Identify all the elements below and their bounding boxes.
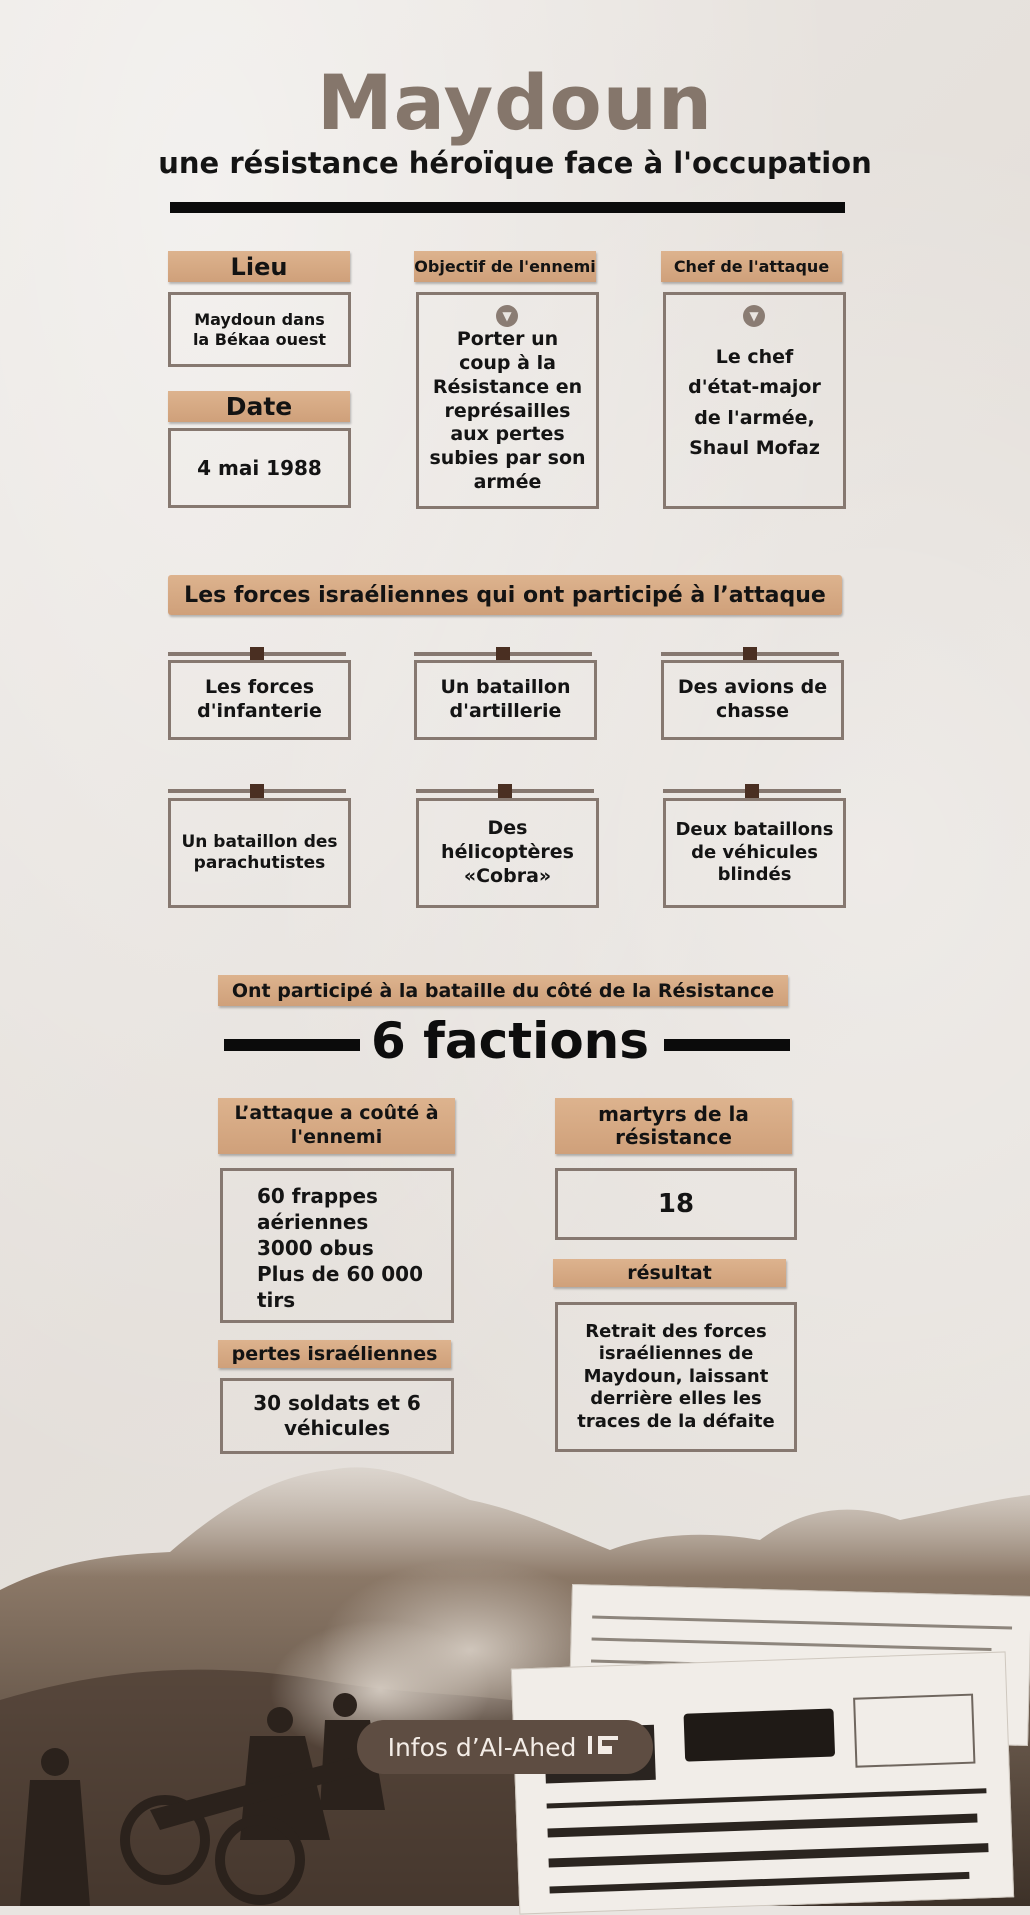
martyrs-label: martyrs de la résistance xyxy=(555,1098,792,1154)
newspaper-masthead xyxy=(683,1708,836,1762)
chef-box: ▼ Le chef d'état-major de l'armée, Shaul… xyxy=(663,292,846,509)
factions-rule-left xyxy=(224,1039,360,1051)
cost-box: 60 frappes aériennes 3000 obus Plus de 6… xyxy=(220,1168,454,1323)
page-title: Maydoun xyxy=(317,58,713,147)
force-item: Un bataillon des parachutistes xyxy=(168,798,351,908)
connector-marker xyxy=(743,647,757,661)
objectif-box: ▼ Porter un coup à la Résistance en repr… xyxy=(416,292,599,509)
force-item: Deux bataillons de véhicules blindés xyxy=(663,798,846,908)
force-item: Des hélicoptères «Cobra» xyxy=(416,798,599,908)
newspaper-text-line xyxy=(592,1615,1013,1630)
force-item: Les forces d'infanterie xyxy=(168,660,351,740)
newspaper-headline xyxy=(549,1871,970,1894)
chef-label: Chef de l'attaque xyxy=(661,251,842,282)
result-value: Retrait des forces israéliennes de Maydo… xyxy=(555,1302,797,1452)
lieu-label: Lieu xyxy=(168,251,350,282)
date-label: Date xyxy=(168,391,350,422)
resistance-heading: Ont participé à la bataille du côté de l… xyxy=(218,975,788,1006)
connector-marker xyxy=(250,647,264,661)
objectif-value: Porter un coup à la Résistance en représ… xyxy=(429,328,586,493)
losses-label: pertes israéliennes xyxy=(218,1340,451,1368)
cost-line: 3000 obus xyxy=(257,1236,374,1260)
header-rule xyxy=(170,202,845,213)
newspaper-front xyxy=(510,1651,1015,1915)
connector-marker xyxy=(250,784,264,798)
al-ahed-logo-icon xyxy=(588,1733,622,1762)
brand-pill[interactable]: Infos d’Al-Ahed xyxy=(357,1720,653,1774)
result-label: résultat xyxy=(553,1259,786,1287)
lieu-value: Maydoun dans la Békaa ouest xyxy=(168,292,351,367)
chevron-down-icon: ▼ xyxy=(743,305,765,327)
newspaper-headline xyxy=(547,1813,978,1838)
cost-label: L’attaque a coûté à l'ennemi xyxy=(218,1098,455,1154)
losses-value: 30 soldats et 6 véhicules xyxy=(220,1378,454,1454)
forces-heading: Les forces israéliennes qui ont particip… xyxy=(168,575,842,615)
connector-marker xyxy=(498,784,512,798)
brand-name: Infos d’Al-Ahed xyxy=(387,1732,577,1762)
chevron-down-icon: ▼ xyxy=(496,305,518,327)
force-item: Des avions de chasse xyxy=(661,660,844,740)
martyrs-value: 18 xyxy=(555,1168,797,1240)
newspaper-text-line xyxy=(591,1637,992,1652)
page-subtitle: une résistance héroïque face à l'occupat… xyxy=(158,146,872,180)
cost-line: Plus de 60 000 tirs xyxy=(257,1262,424,1312)
newspaper-headline xyxy=(548,1843,989,1868)
force-item: Un bataillon d'artillerie xyxy=(414,660,597,740)
objectif-label: Objectif de l'ennemi xyxy=(414,251,596,282)
newspaper-photo xyxy=(853,1693,976,1768)
factions-rule-right xyxy=(664,1039,790,1051)
chef-value: Le chef d'état-major de l'armée, Shaul M… xyxy=(688,345,821,459)
connector-marker xyxy=(745,784,759,798)
date-value: 4 mai 1988 xyxy=(168,428,351,508)
newspaper-text-line xyxy=(546,1788,987,1809)
connector-marker xyxy=(496,647,510,661)
factions-count: 6 factions xyxy=(370,1012,650,1070)
cost-line: 60 frappes aériennes xyxy=(257,1184,378,1234)
